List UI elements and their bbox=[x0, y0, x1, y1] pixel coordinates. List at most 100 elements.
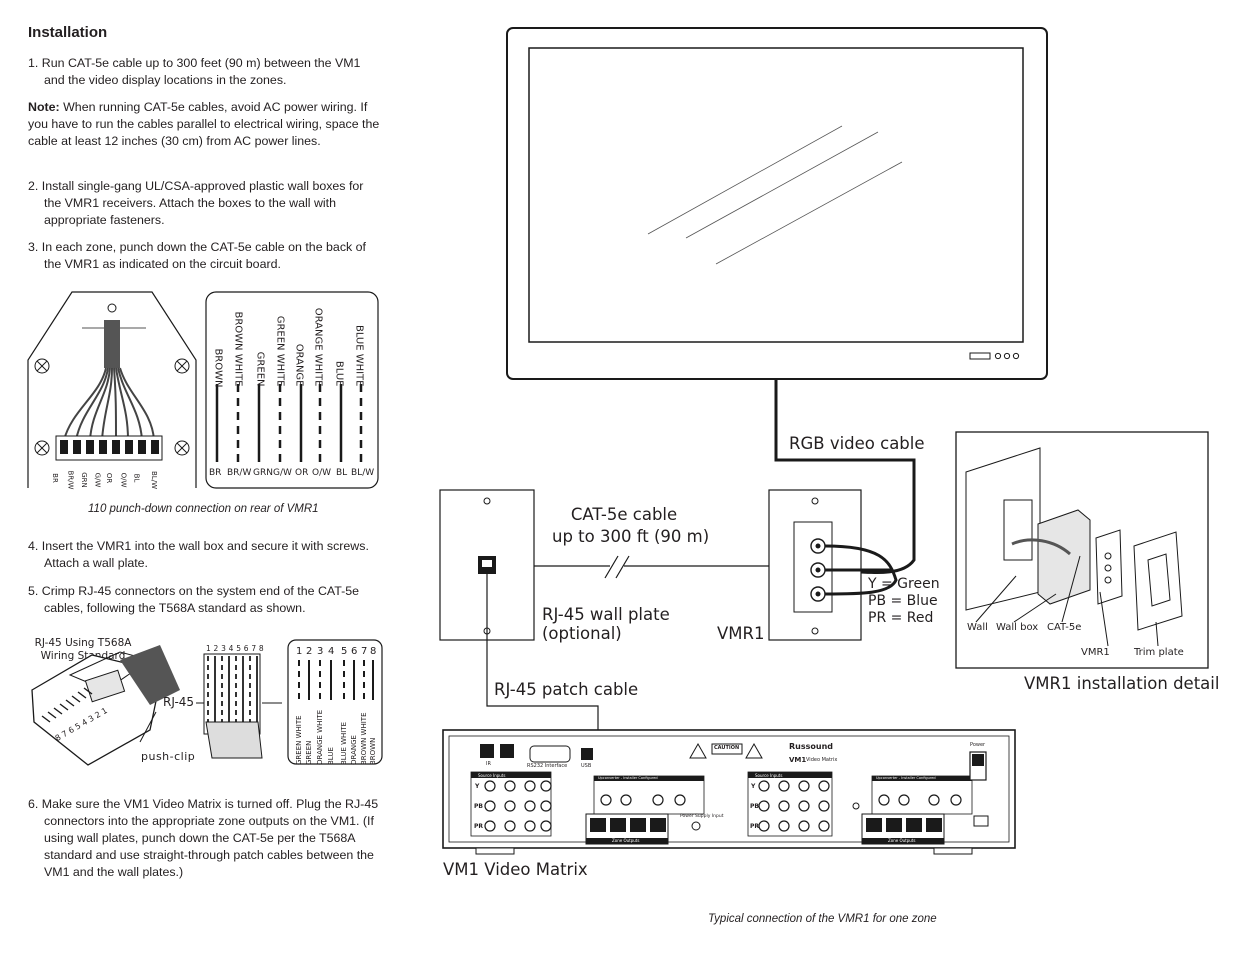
warning-icon bbox=[689, 742, 707, 759]
legend-number: 4 bbox=[328, 646, 335, 657]
legend-number: 2 bbox=[306, 646, 313, 657]
plate-screw-icon bbox=[811, 497, 819, 505]
panel-source-inputs: Source Inputs bbox=[478, 773, 506, 778]
rca-jack-grid bbox=[758, 780, 830, 832]
warning-icon bbox=[745, 742, 763, 759]
panel-model: VM1 bbox=[789, 756, 807, 764]
panel-screw-icon bbox=[852, 802, 860, 810]
legend-number: 1 bbox=[296, 646, 303, 657]
caution-badge bbox=[711, 743, 743, 755]
legend-number: 6 bbox=[351, 646, 358, 657]
plate-screw-icon bbox=[811, 627, 819, 635]
punchdown-caption: 110 punch-down connection on rear of VMR… bbox=[88, 503, 319, 515]
legend-code: BR bbox=[209, 468, 222, 478]
detail-label-cat5e: CAT-5e bbox=[1047, 622, 1082, 633]
rj45-wires bbox=[207, 656, 258, 722]
color-key: Y = Green PB = Blue PR = Red bbox=[868, 576, 940, 627]
upconverter-header bbox=[872, 776, 972, 781]
legend-code: BL/W bbox=[351, 468, 375, 478]
rj45-jacket bbox=[205, 721, 263, 759]
detail-cat5e bbox=[1011, 538, 1071, 556]
wire-pattern-lines bbox=[215, 384, 363, 462]
step-3: 3. In each zone, punch down the CAT-5e c… bbox=[28, 240, 366, 271]
vm1-foot bbox=[933, 847, 973, 855]
wire-legend-box bbox=[205, 291, 379, 489]
panel-upconverter: Upconverter - Installer Configured bbox=[876, 776, 936, 780]
panel-brand: Russound bbox=[789, 742, 833, 751]
detail-rca-icon bbox=[1104, 564, 1112, 572]
push-clip-label: push-clip bbox=[141, 750, 196, 763]
screw-icon bbox=[174, 358, 190, 374]
panel-ir: IR bbox=[486, 761, 491, 767]
step-6: 6. Make sure the VM1 Video Matrix is tur… bbox=[28, 797, 379, 879]
board-hole bbox=[107, 303, 117, 313]
rj45-connector-label: RJ-45 bbox=[163, 695, 195, 709]
cat5e-label-line1: CAT-5e cable bbox=[570, 505, 678, 524]
wall-plate-label-line2: (optional) bbox=[542, 624, 622, 643]
cable-jacket bbox=[104, 320, 120, 368]
panel-row-label: Y bbox=[475, 783, 480, 790]
legend-code: O/W bbox=[312, 468, 332, 478]
recycle-icon bbox=[973, 815, 989, 827]
note-label: Note: bbox=[28, 100, 60, 114]
step-5: 5. Crimp RJ-45 connectors on the system … bbox=[28, 584, 360, 615]
rj45-pin-numbers: 1 2 3 4 5 6 7 8 bbox=[206, 644, 264, 653]
legend-number: 7 bbox=[361, 646, 368, 657]
panel-row-label: PR bbox=[474, 823, 484, 830]
panel-row-label: Y bbox=[751, 783, 756, 790]
display-screen bbox=[528, 47, 1024, 343]
zone-outputs-footer bbox=[586, 838, 668, 844]
vm1-label: VM1 Video Matrix bbox=[443, 860, 588, 879]
detail-rca-icon bbox=[1104, 552, 1112, 560]
panel-caution: CAUTION bbox=[714, 745, 740, 751]
note-text: When running CAT-5e cables, avoid AC pow… bbox=[28, 100, 380, 148]
rgb-cable-plugs bbox=[824, 544, 898, 596]
panel-source-inputs: Source Inputs bbox=[755, 773, 783, 778]
cat5e-label: CAT-5e cable up to 300 ft (90 m) bbox=[552, 504, 709, 548]
patch-cable-label: RJ-45 patch cable bbox=[494, 680, 639, 699]
push-clip-leader bbox=[139, 711, 157, 743]
panel-model-sub: Video Matrix bbox=[806, 757, 838, 763]
legend-code: G/W bbox=[273, 468, 292, 478]
power-input-icon bbox=[691, 821, 701, 831]
detail-leaders bbox=[975, 555, 1159, 647]
color-key-pr: PR = Red bbox=[868, 610, 934, 626]
rca-jack-icon bbox=[810, 562, 826, 578]
ir-jack-icon bbox=[480, 744, 494, 758]
source-inputs-header bbox=[471, 772, 551, 778]
rgb-cable-label: RGB video cable bbox=[789, 434, 925, 453]
legend-code: BR/W bbox=[227, 468, 252, 478]
rj45-jack-opening bbox=[482, 560, 492, 567]
detail-title: VMR1 installation detail bbox=[1024, 674, 1220, 693]
cat5e-label-line2: up to 300 ft (90 m) bbox=[552, 527, 710, 546]
wall-opening bbox=[1003, 499, 1033, 561]
trim-plate-opening bbox=[1147, 553, 1171, 607]
display-button-icon bbox=[1003, 352, 1011, 360]
detail-label-vmr1: VMR1 bbox=[1081, 647, 1110, 658]
plate-screw-icon bbox=[483, 497, 491, 505]
rca-jack-icon bbox=[810, 538, 826, 554]
vmr1-board-outline bbox=[27, 291, 197, 488]
rs232-port-icon bbox=[529, 745, 571, 763]
detail-label-trim-plate: Trim plate bbox=[1134, 647, 1184, 658]
figure-caption: Typical connection of the VMR1 for one z… bbox=[708, 913, 937, 925]
power-switch-rocker bbox=[972, 754, 984, 766]
note: Note: When running CAT-5e cables, avoid … bbox=[28, 99, 384, 150]
panel-row-label: PB bbox=[750, 803, 759, 810]
rj45-title-line1: RJ-45 Using T568A bbox=[34, 637, 132, 649]
screen-glare bbox=[647, 125, 903, 265]
usb-port-icon bbox=[581, 748, 593, 760]
panel-upconverter: Upconverter - Installer Configured bbox=[598, 776, 658, 780]
panel-zone-outputs: Zone Outputs bbox=[888, 838, 916, 843]
panel-row-label: PB bbox=[474, 803, 483, 810]
legend-number: 5 bbox=[341, 646, 348, 657]
panel-usb: USB bbox=[581, 763, 592, 769]
step-2: 2. Install single-gang UL/CSA-approved p… bbox=[28, 179, 364, 227]
cable-break-icon bbox=[604, 555, 630, 579]
upconverter-group bbox=[593, 775, 705, 815]
step-4: 4. Insert the VMR1 into the wall box and… bbox=[28, 539, 369, 570]
display-button-icon bbox=[1012, 352, 1020, 360]
detail-label-wall: Wall bbox=[967, 622, 988, 633]
